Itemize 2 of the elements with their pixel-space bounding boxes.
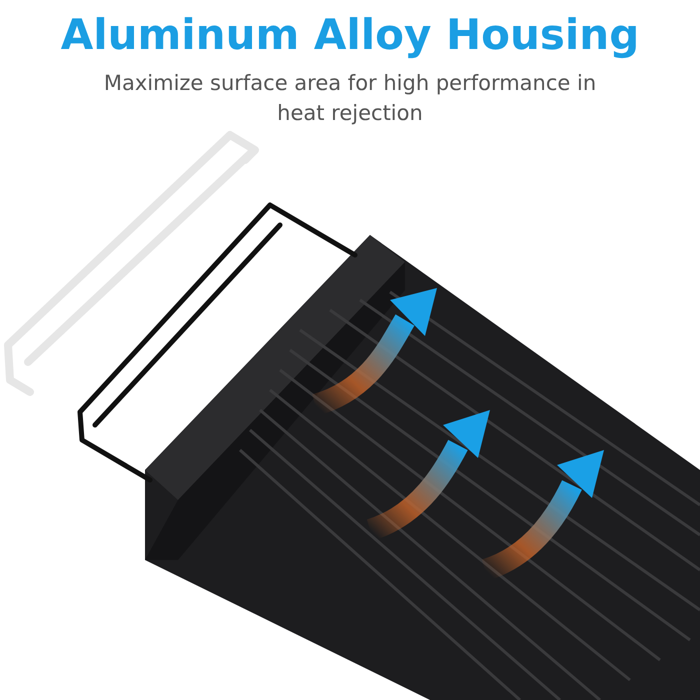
- title: Aluminum Alloy Housing: [60, 10, 640, 59]
- caption: Maximize surface area for high performance in heat rejection: [102, 70, 598, 127]
